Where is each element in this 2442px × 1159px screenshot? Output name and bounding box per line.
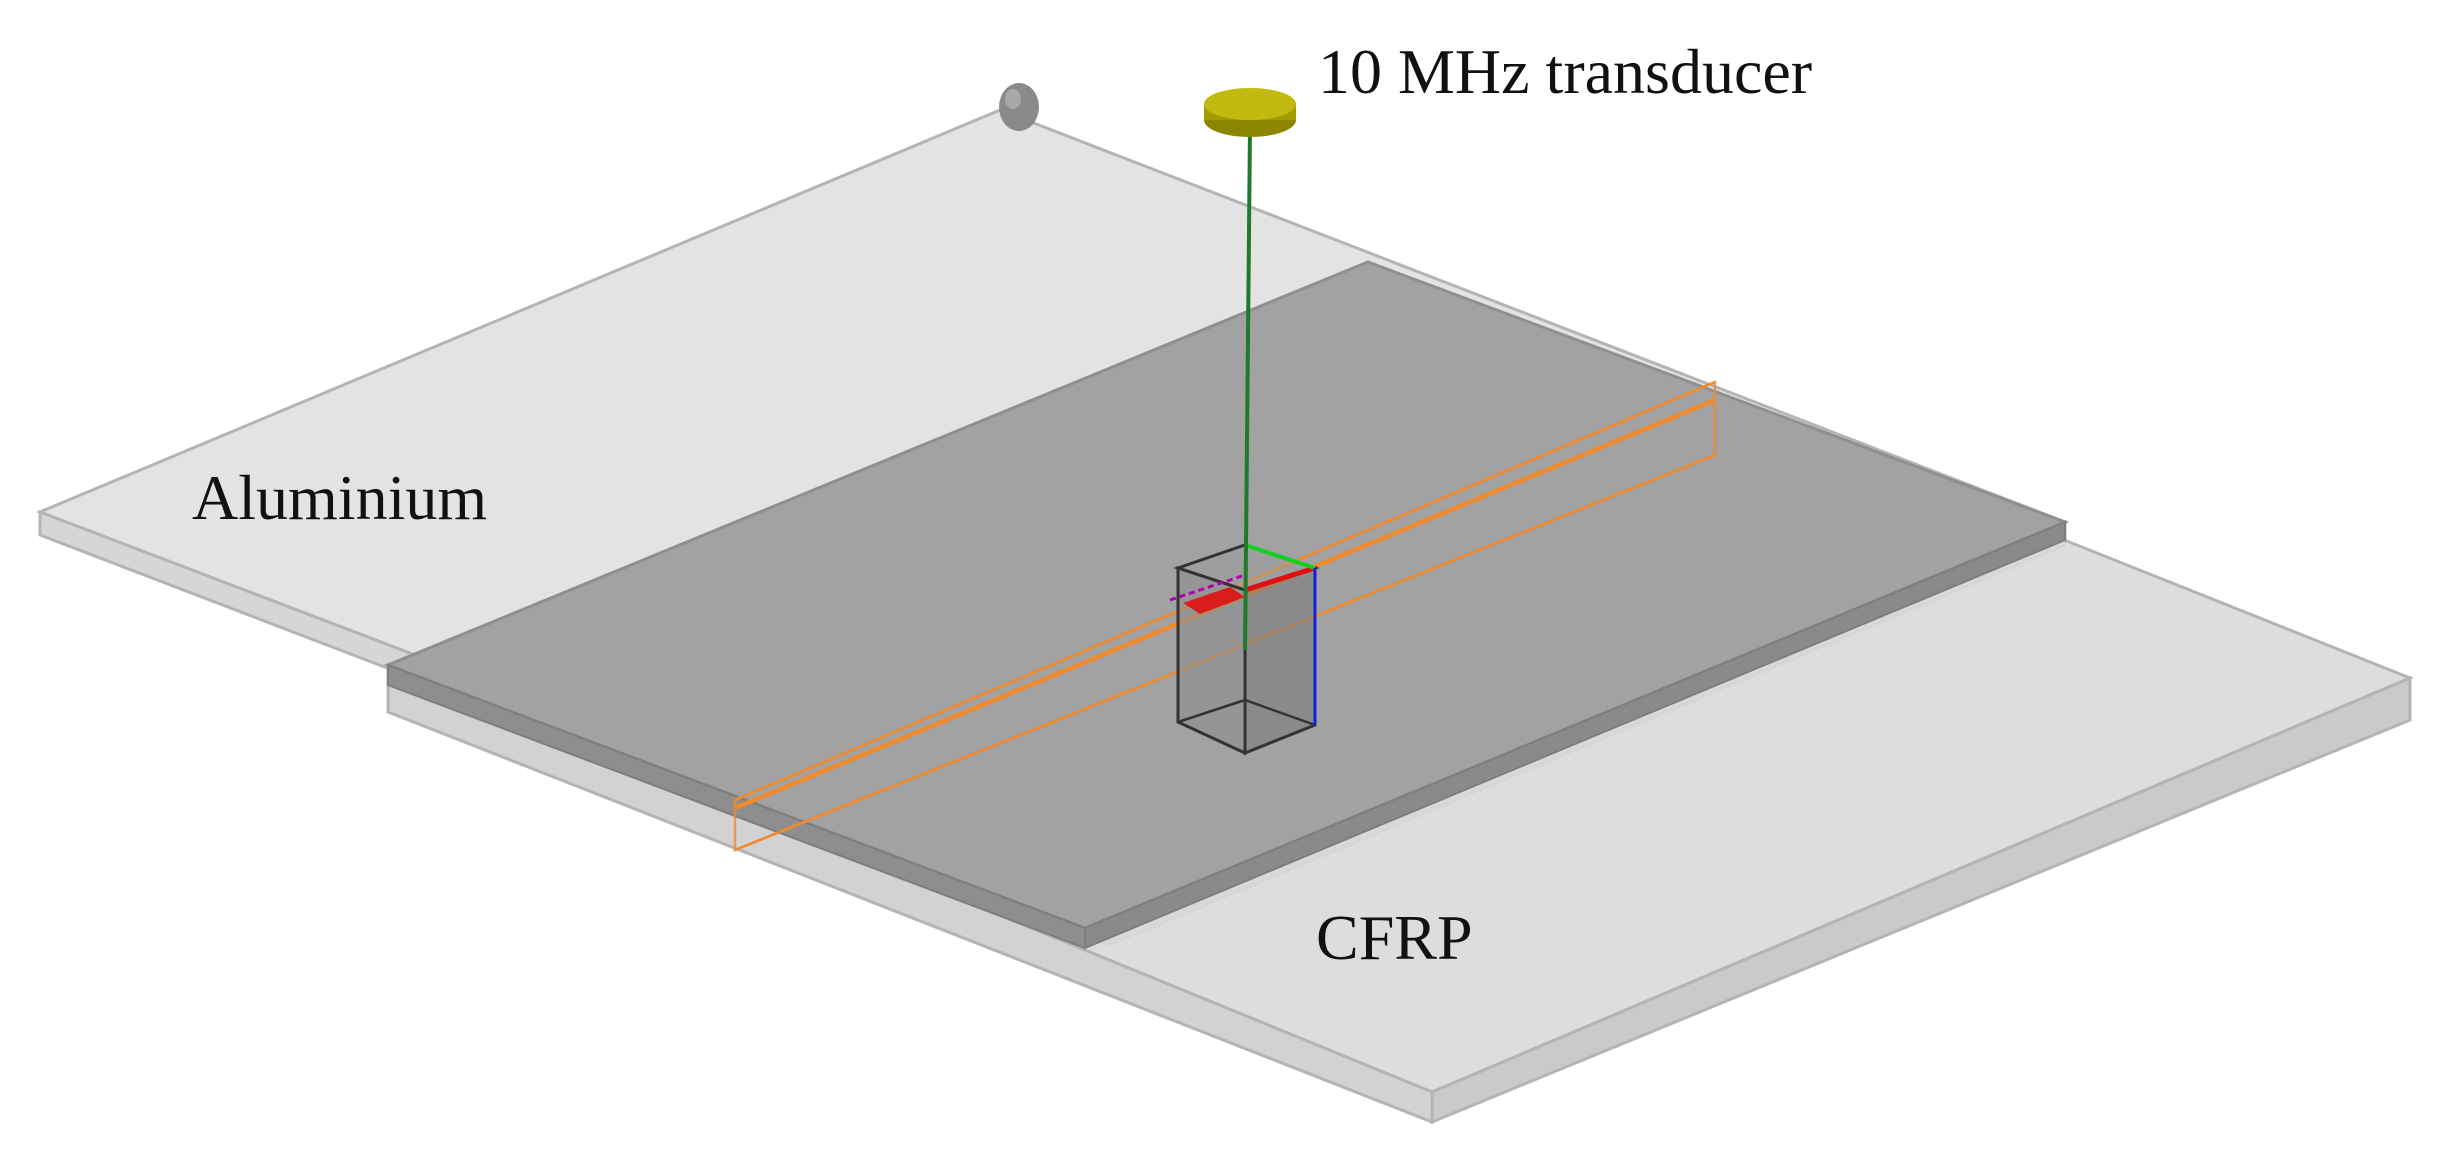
cfrp-plate-right-edge bbox=[1430, 675, 2412, 1125]
cfrp-label: CFRP bbox=[1316, 902, 1473, 973]
aluminium-label: Aluminium bbox=[192, 462, 488, 533]
simulation-box-right-face bbox=[1243, 565, 1317, 756]
transducer-label: 10 MHz transducer bbox=[1318, 36, 1813, 107]
overlap-region-right-edge bbox=[1084, 520, 2066, 950]
defect-marker bbox=[1169, 573, 1246, 614]
reference-marker-highlight bbox=[1005, 89, 1021, 109]
reference-marker-body bbox=[999, 83, 1039, 131]
simulation-box bbox=[1173, 543, 1320, 756]
reference-marker-sphere bbox=[999, 83, 1039, 131]
transducer-disc-top bbox=[1204, 88, 1296, 120]
defect-red-patch bbox=[1183, 587, 1245, 614]
axis-y bbox=[1244, 543, 1316, 570]
coordinate-axes bbox=[1244, 543, 1317, 725]
transducer-disc bbox=[1204, 88, 1296, 137]
ultrasonic-beam-path bbox=[1243, 127, 1252, 651]
axis-x bbox=[1244, 565, 1316, 593]
defect-magenta-line bbox=[1169, 573, 1246, 602]
